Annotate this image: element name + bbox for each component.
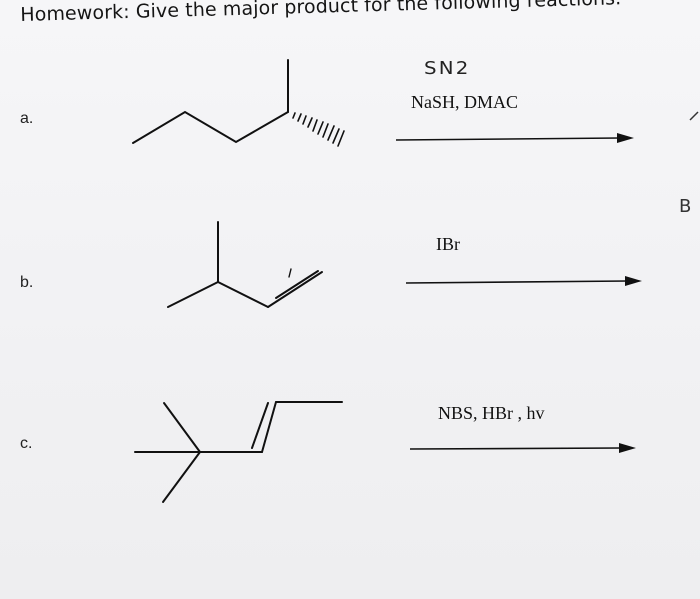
- tert-butyl-internal-alkene-structure: [134, 401, 343, 503]
- reaction-arrow-b: [405, 276, 642, 286]
- reagent-a: NaSH, DMAC: [411, 92, 519, 112]
- sn2-annotation: SN2: [424, 58, 471, 79]
- reaction-arrow-a: [395, 133, 634, 143]
- reagent-c: NBS, HBr , hv: [438, 403, 545, 423]
- branched-terminal-alkene-structure: [167, 221, 323, 308]
- chiral-alkane-with-hashed-methyl-structure: [132, 59, 345, 147]
- reaction-arrow-c: [409, 443, 636, 453]
- problem-c-label: c.: [20, 435, 33, 452]
- problem-a-label: a.: [20, 110, 34, 127]
- margin-stroke: [689, 111, 699, 121]
- margin-mark: B: [679, 196, 692, 217]
- problem-b-label: b.: [20, 274, 34, 291]
- reagent-b: IBr: [436, 234, 460, 254]
- hashed-wedge-bond: [292, 112, 345, 147]
